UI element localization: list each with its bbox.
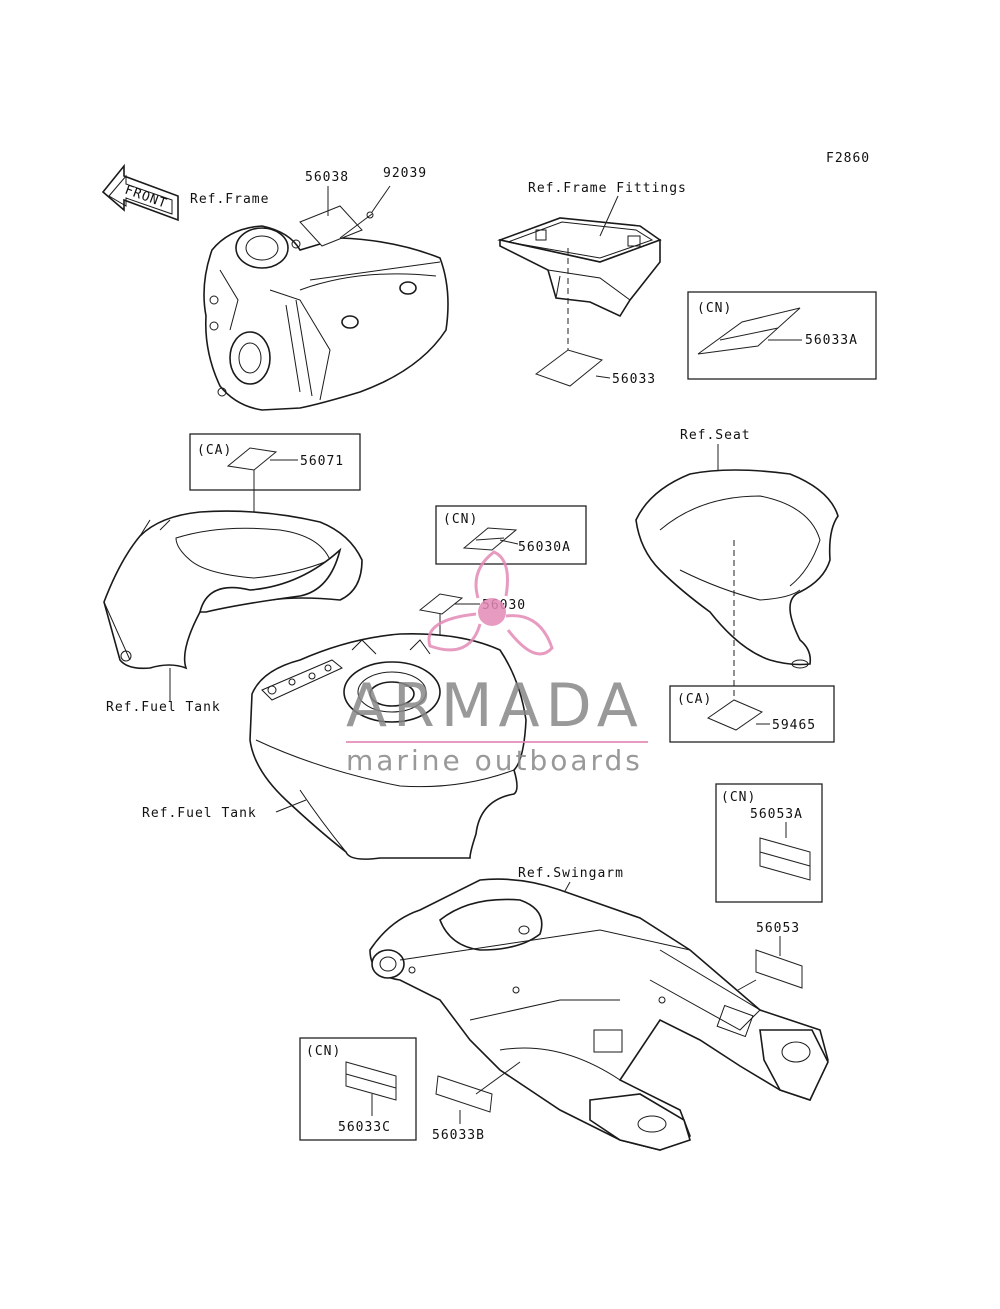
decal-56030	[418, 593, 464, 615]
decal-59465	[706, 699, 764, 731]
part-56033a: 56033A	[805, 333, 858, 348]
fuel-tank-illustration	[249, 633, 527, 860]
part-56033b: 56033B	[432, 1128, 485, 1143]
swingarm-illustration	[369, 878, 829, 1151]
ref-seat-label: Ref.Seat	[680, 428, 751, 443]
ref-swingarm-label: Ref.Swingarm	[518, 866, 624, 881]
front-arrow-icon: FRONT	[101, 163, 179, 222]
figure-code: F2860	[826, 151, 870, 166]
ref-fuel-tank-label: Ref.Fuel Tank	[142, 806, 257, 821]
part-56030a: 56030A	[518, 540, 571, 555]
part-56053a: 56053A	[750, 807, 803, 822]
ref-frame-fittings-label: Ref.Frame Fittings	[528, 181, 687, 196]
cn-box-56053a	[715, 783, 823, 903]
decal-56038	[299, 205, 363, 247]
frame-fittings-illustration	[497, 217, 662, 318]
clip-92039	[339, 185, 391, 239]
ca-tag-1: (CA)	[197, 443, 232, 458]
fuel-tank-cover-illustration	[103, 510, 363, 670]
part-92039: 92039	[383, 166, 427, 181]
ca-box-59465	[669, 685, 835, 743]
part-56053: 56053	[756, 921, 800, 936]
armada-watermark: ARMADA marine outboards	[346, 550, 648, 777]
watermark-brand: ARMADA	[346, 671, 644, 741]
cn-box-56033a	[687, 291, 877, 380]
ref-frame-label: Ref.Frame	[190, 192, 269, 207]
part-56071: 56071	[300, 454, 344, 469]
propeller-logo-icon	[427, 550, 554, 656]
ref-fuel-tank-cover-label: Ref.Fuel Tank	[106, 700, 221, 715]
cn-tag-4: (CN)	[306, 1044, 341, 1059]
part-56033c: 56033C	[338, 1120, 391, 1135]
cn-tag-1: (CN)	[697, 301, 732, 316]
part-56038: 56038	[305, 170, 349, 185]
cn-tag-3: (CN)	[721, 790, 756, 805]
ca-box-56071	[189, 433, 361, 491]
decal-56071	[226, 447, 278, 471]
cn-box-56033c	[299, 1037, 417, 1141]
cn-box-56030a	[435, 505, 587, 565]
decal-56033a	[697, 307, 801, 355]
decal-56053	[755, 949, 803, 989]
seat-illustration	[635, 469, 839, 669]
watermark-tagline: marine outboards	[346, 744, 643, 777]
decal-56033b	[435, 1075, 493, 1113]
part-56033: 56033	[612, 372, 656, 387]
frame-illustration	[203, 225, 449, 411]
ca-tag-2: (CA)	[677, 692, 712, 707]
decal-56033	[534, 349, 604, 387]
cn-tag-2: (CN)	[443, 512, 478, 527]
part-59465: 59465	[772, 718, 816, 733]
